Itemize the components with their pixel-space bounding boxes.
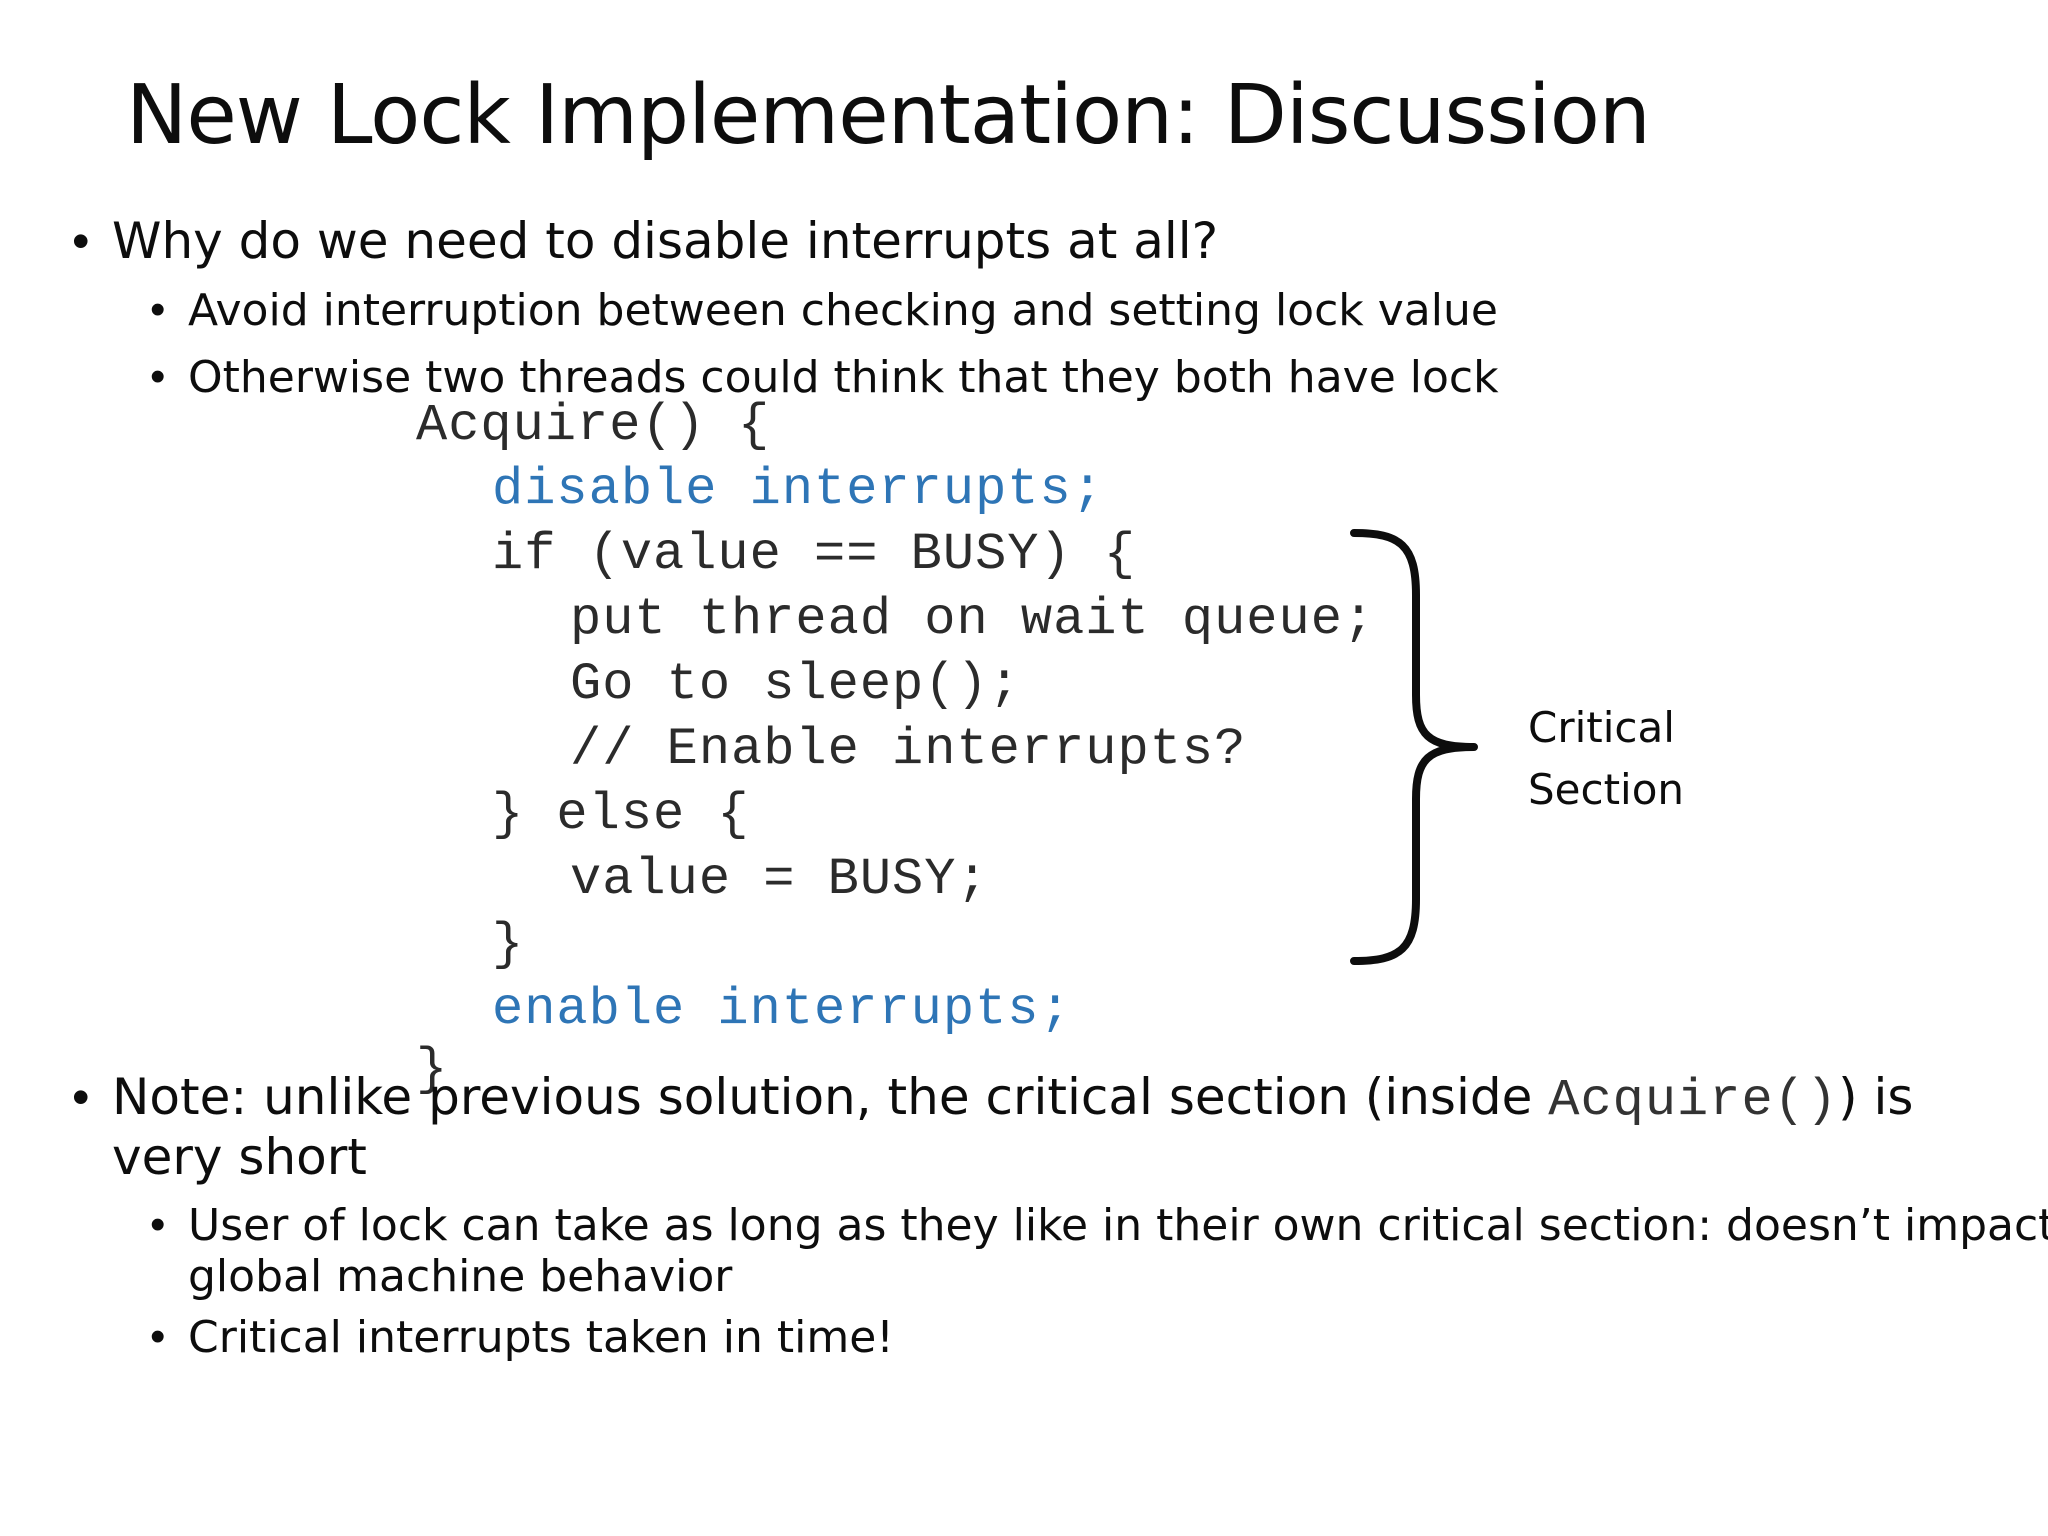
bullet-text: User of lock can take as long as they li… [188, 1200, 2048, 1251]
code-line-if-busy: if (value == BUSY) { [492, 525, 1137, 584]
code-line-disable-interrupts: disable interrupts; [492, 460, 1104, 519]
bullet-dot: • [150, 285, 166, 334]
note-line1: Note: unlike previous solution, the crit… [112, 1068, 1913, 1130]
code-line-enable-comment: // Enable interrupts? [570, 720, 1247, 779]
sub-bullet-user-of-lock-cont: global machine behavior [188, 1251, 733, 1302]
slide-title: New Lock Implementation: Discussion [126, 68, 1651, 163]
critical-label-line1: Critical [1528, 703, 1675, 752]
critical-label-line2: Section [1528, 765, 1685, 814]
code-line-else: } else { [492, 785, 750, 844]
note-line2: very short [112, 1128, 367, 1186]
bullet-text: Otherwise two threads could think that t… [188, 352, 1499, 403]
bullet-text: Why do we need to disable interrupts at … [112, 212, 1219, 270]
code-line-close-acquire: } [416, 1040, 449, 1099]
note-prefix: Note: unlike previous solution, the crit… [112, 1068, 1549, 1126]
bullet-text: Avoid interruption between checking and … [188, 285, 1498, 336]
code-line-go-to-sleep: Go to sleep(); [570, 655, 1021, 714]
code-line-enable-interrupts: enable interrupts; [492, 980, 1072, 1039]
bullet-text: Critical interrupts taken in time! [188, 1312, 894, 1363]
bullet-dot: • [72, 1069, 90, 1125]
code-line-put-thread: put thread on wait queue; [570, 590, 1376, 649]
bullet-dot: • [150, 352, 166, 401]
code-line-acquire: Acquire() { [416, 396, 771, 455]
curly-brace-icon [1350, 529, 1478, 965]
bullet-dot: • [150, 1200, 166, 1249]
note-suffix: ) is [1838, 1068, 1914, 1126]
bullet-dot: • [72, 213, 90, 269]
bullet-dot: • [150, 1312, 166, 1361]
note-code: Acquire() [1548, 1071, 1839, 1130]
code-line-value-busy: value = BUSY; [570, 850, 989, 909]
code-line-close-if: } [492, 915, 525, 974]
